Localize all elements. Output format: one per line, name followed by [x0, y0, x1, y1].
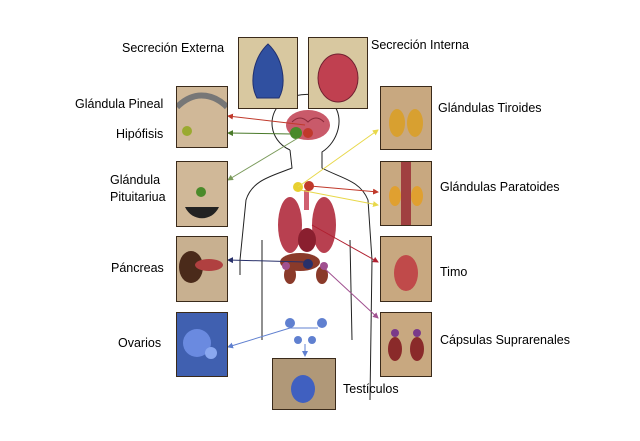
external-secretion-image — [238, 37, 298, 109]
thyroid-image — [380, 86, 432, 150]
ovaries-label: Ovarios — [118, 336, 162, 350]
testicles-image — [272, 358, 336, 410]
lungs-heart — [278, 190, 336, 253]
thyroid-label: Glándulas Tiroides — [438, 101, 542, 115]
pituitary-image — [176, 161, 228, 227]
pituitary-label-line2: Pituitariua — [110, 190, 166, 204]
hypophysis-label: Hipófisis — [116, 127, 164, 141]
pancreas-image — [176, 236, 228, 302]
pineal-image — [176, 86, 228, 148]
testicles-label: Testículos — [343, 382, 399, 396]
pancreas-label: Páncreas — [111, 261, 164, 275]
adrenal-image — [380, 312, 432, 377]
gland-dots — [282, 127, 328, 344]
internal-secretion-label: Secreción Interna — [371, 38, 469, 52]
parathyroid-image — [380, 161, 432, 226]
thymus-image — [380, 236, 432, 302]
parathyroid-label: Glándulas Paratoides — [440, 180, 560, 194]
internal-secretion-image — [308, 37, 368, 109]
ovaries-image — [176, 312, 228, 377]
external-secretion-label: Secreción Externa — [122, 41, 225, 55]
pineal-label: Glándula Pineal — [75, 97, 164, 111]
pituitary-label-line1: Glándula — [110, 173, 161, 187]
pointer-arrows — [227, 113, 379, 357]
adrenal-label: Cápsulas Suprarenales — [440, 333, 570, 347]
thymus-label: Timo — [440, 265, 468, 279]
